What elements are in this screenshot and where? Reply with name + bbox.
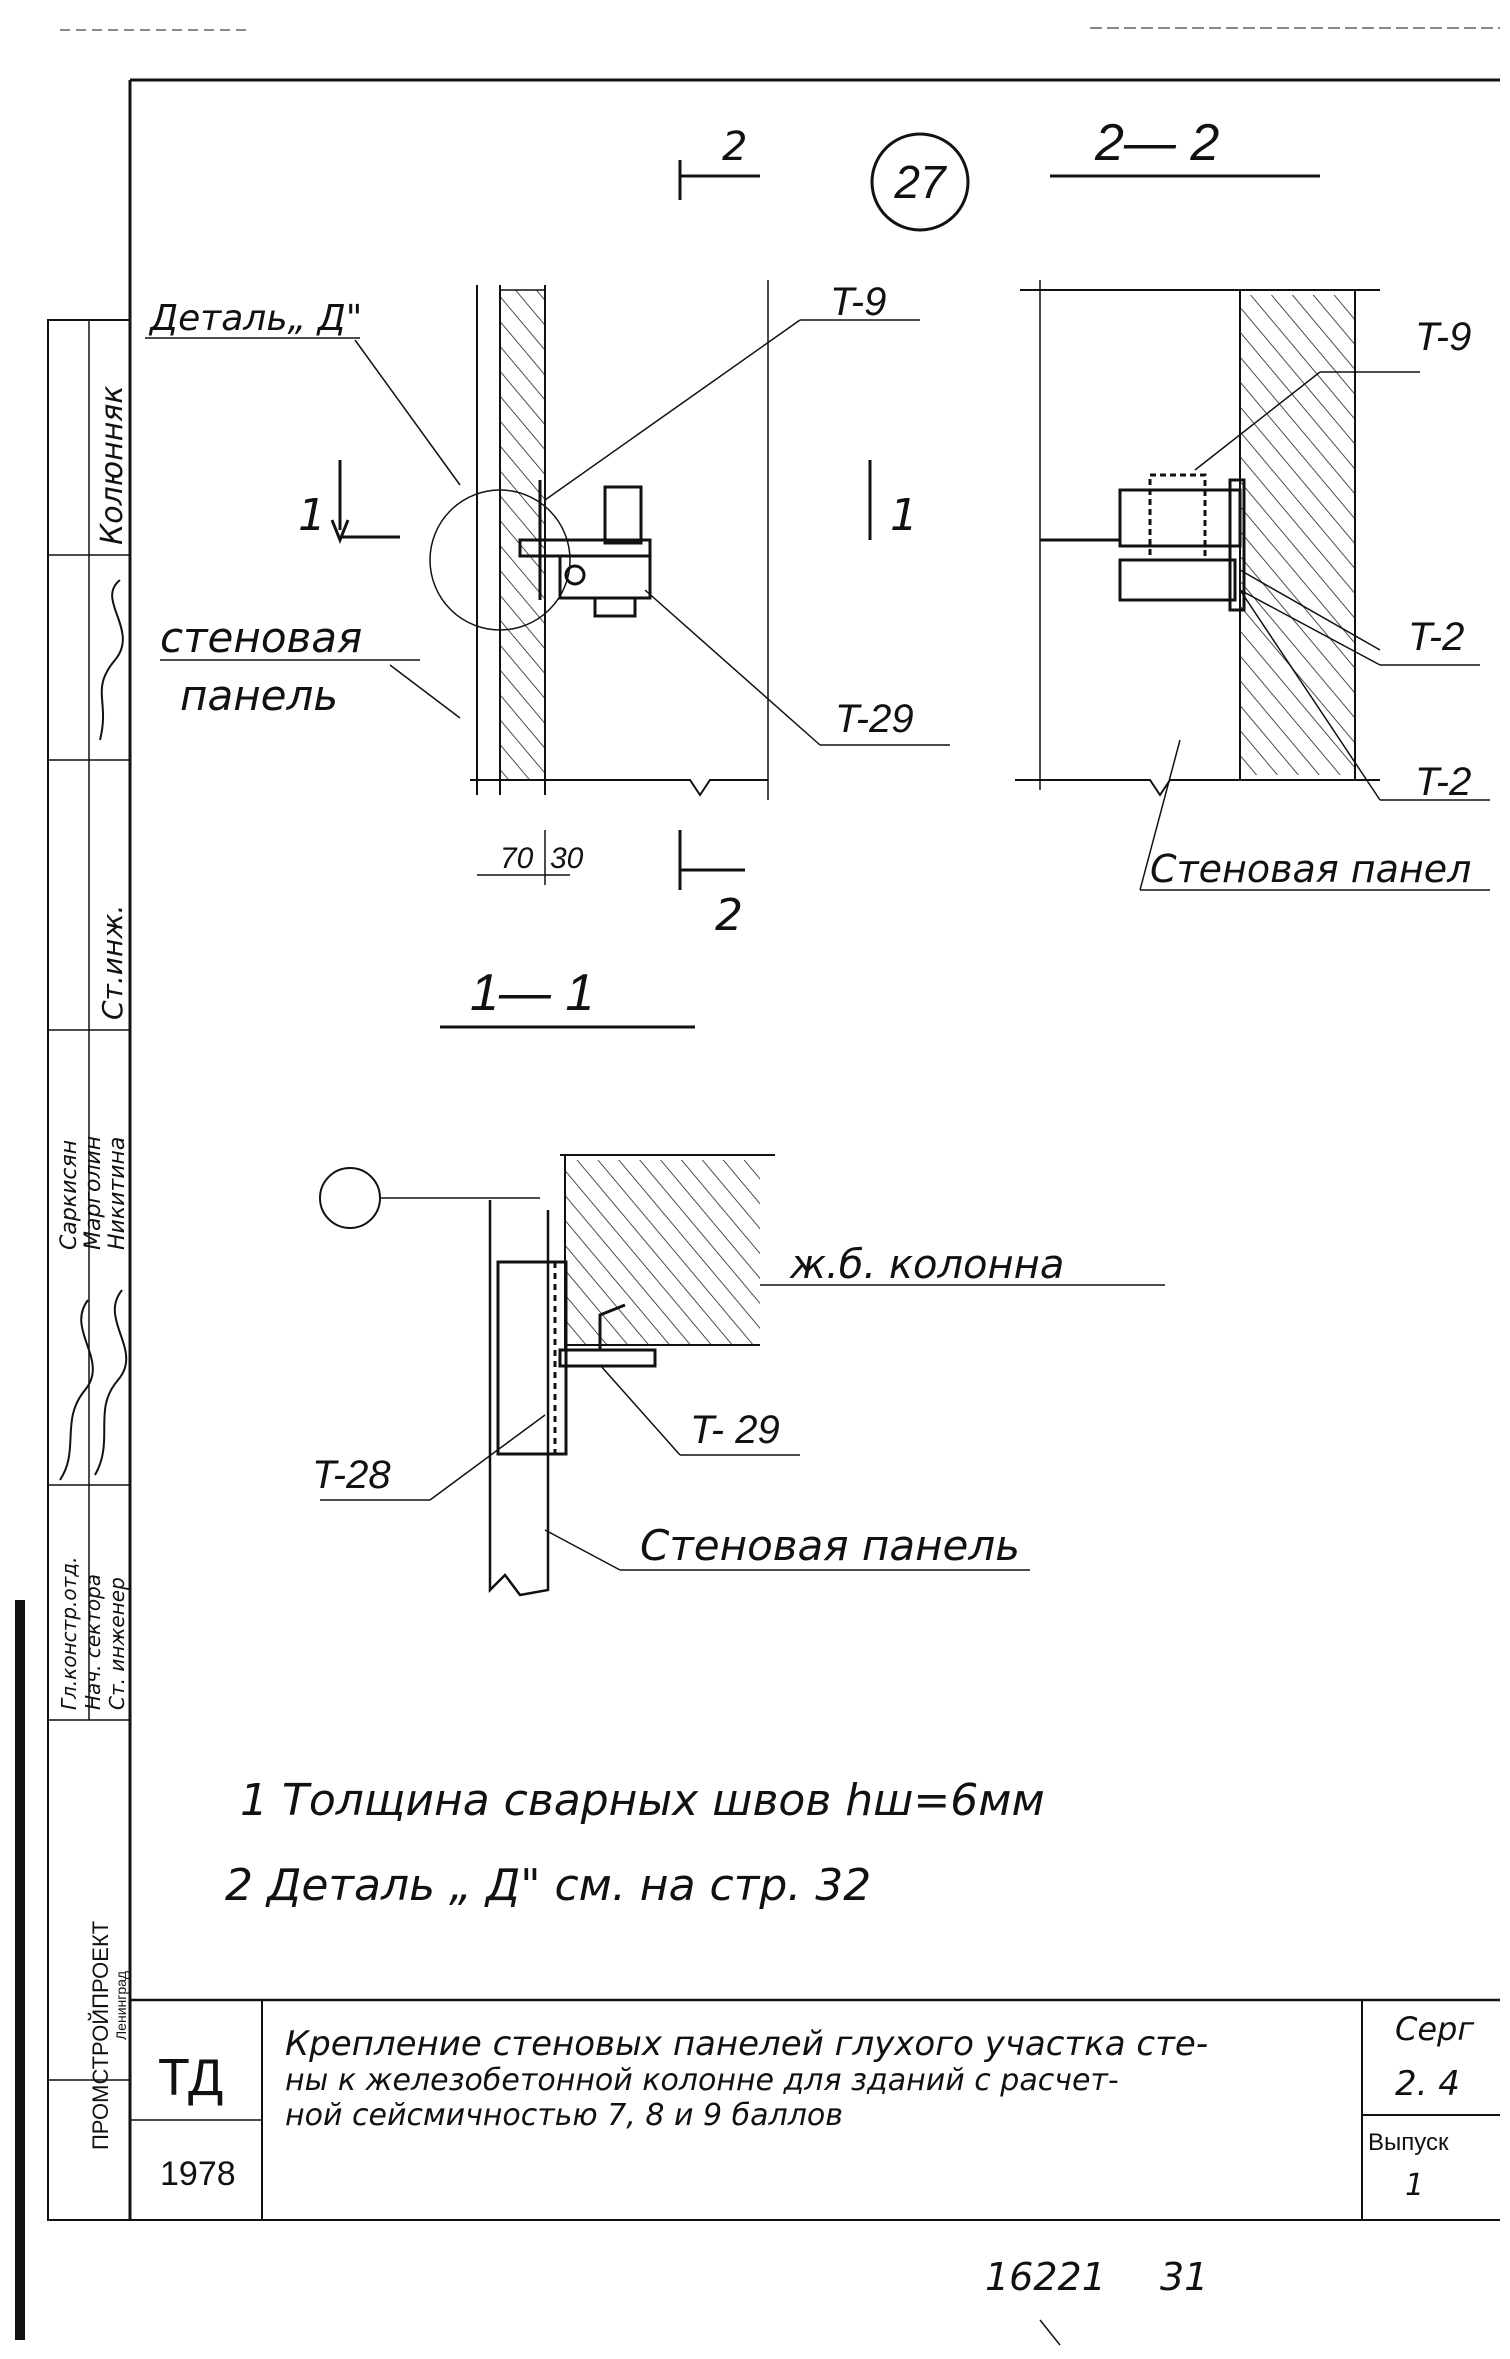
callout-t29-right: T-2 xyxy=(1408,615,1464,659)
section-1-1-title: 1— 1 xyxy=(470,964,594,1022)
dim-30: 30 xyxy=(550,842,584,875)
detail-d-label: Деталь„ Д" xyxy=(148,298,362,339)
detail-reference-circle xyxy=(319,1167,381,1229)
issue-value: 1 xyxy=(1405,2168,1424,2203)
callout-t29-section: T- 29 xyxy=(690,1408,780,1452)
title-line-2: ны к железобетонной колонне для зданий с… xyxy=(285,2063,1119,2098)
title-year: 1978 xyxy=(160,2155,236,2193)
dim-70: 70 xyxy=(500,842,534,875)
title-line-1: Крепление стеновых панелей глухого участ… xyxy=(285,2024,1208,2064)
stamp-name-4: Никитина xyxy=(105,1137,130,1250)
detail-d-circle xyxy=(429,489,571,631)
section-2-2-title: 2— 2 xyxy=(1094,114,1219,172)
stamp-name-2: Саркисян xyxy=(57,1140,82,1250)
notes: 1 Толщина сварных швов hш=6мм 2 Деталь „… xyxy=(225,1775,1045,1911)
sheet-badge-circle xyxy=(870,132,970,232)
signature-mark xyxy=(99,579,124,741)
title-block: ТД 1978 Крепление стеновых панелей глухо… xyxy=(130,1998,1500,2220)
stamp-role-1: Ст.инж. xyxy=(96,905,129,1020)
section-2-2-view: T-9 T-2 T-2 Стеновая панел xyxy=(1015,280,1490,891)
sheet-badge: 27 xyxy=(893,156,947,208)
side-stamp: Колюнняк Ст.инж. Саркисян Марголин Никит… xyxy=(47,319,131,2221)
stamp-name-3: Марголин xyxy=(81,1136,106,1250)
stamp-name-1: Колюнняк xyxy=(95,386,130,545)
stamp-city: Ленинград xyxy=(113,1971,129,2040)
section-1-1-view: 1— 1 ж.б. колонна T- 29 T-28 Стеновая па… xyxy=(312,964,1165,1597)
page-number: 31 xyxy=(1160,2255,1208,2299)
stamp-role-3: Нач. сектора xyxy=(81,1574,105,1710)
wall-panel-label-line1: стеновая xyxy=(160,613,362,662)
callout-t9-left: T-9 xyxy=(830,280,886,324)
note-1: 1 Толщина сварных швов hш=6мм xyxy=(240,1775,1045,1826)
callout-t28-section: T-28 xyxy=(312,1453,391,1497)
wall-panel-label-line2: панель xyxy=(180,671,338,720)
footer: 16221 31 xyxy=(985,2255,1208,2346)
issue-label: Выпуск xyxy=(1368,2129,1449,2156)
callout-t29-left: T-29 xyxy=(835,697,914,741)
stamp-org: ПРОМСТРОЙПРОЕКТ xyxy=(88,1921,113,2150)
callout-t28-right: T-2 xyxy=(1415,760,1471,804)
signature-mark xyxy=(94,1289,128,1476)
wall-panel-label-right: Стеновая панел xyxy=(1150,847,1471,891)
section-mark-2-top: 2 xyxy=(722,124,747,170)
column-label: ж.б. колонна xyxy=(789,1242,1064,1288)
section-mark-1-left: 1 xyxy=(298,490,326,541)
callout-t9-right: T-9 xyxy=(1415,315,1471,359)
signature-mark xyxy=(59,1299,94,1481)
archive-number: 16221 xyxy=(985,2255,1106,2299)
series-value: 2. 4 xyxy=(1395,2064,1460,2104)
left-elevation: 1 Деталь„ Д" T-9 T-29 стеновая панель 70… xyxy=(145,280,950,941)
header-marks: 27 2 2— 2 xyxy=(678,114,1320,232)
title-code: ТД xyxy=(158,2049,223,2107)
section-mark-1-right: 1 xyxy=(890,490,918,541)
stamp-role-2: Гл.констр.отд. xyxy=(57,1557,81,1710)
section-mark-2-bottom: 2 xyxy=(715,890,743,941)
title-line-3: ной сейсмичностью 7, 8 и 9 баллов xyxy=(285,2098,843,2133)
series-label: Серг xyxy=(1395,2010,1474,2048)
note-2: 2 Деталь „ Д" см. на стр. 32 xyxy=(225,1860,871,1911)
wall-panel-label-section: Стеновая панель xyxy=(640,1521,1020,1570)
stamp-role-4: Ст. инженер xyxy=(105,1577,129,1710)
